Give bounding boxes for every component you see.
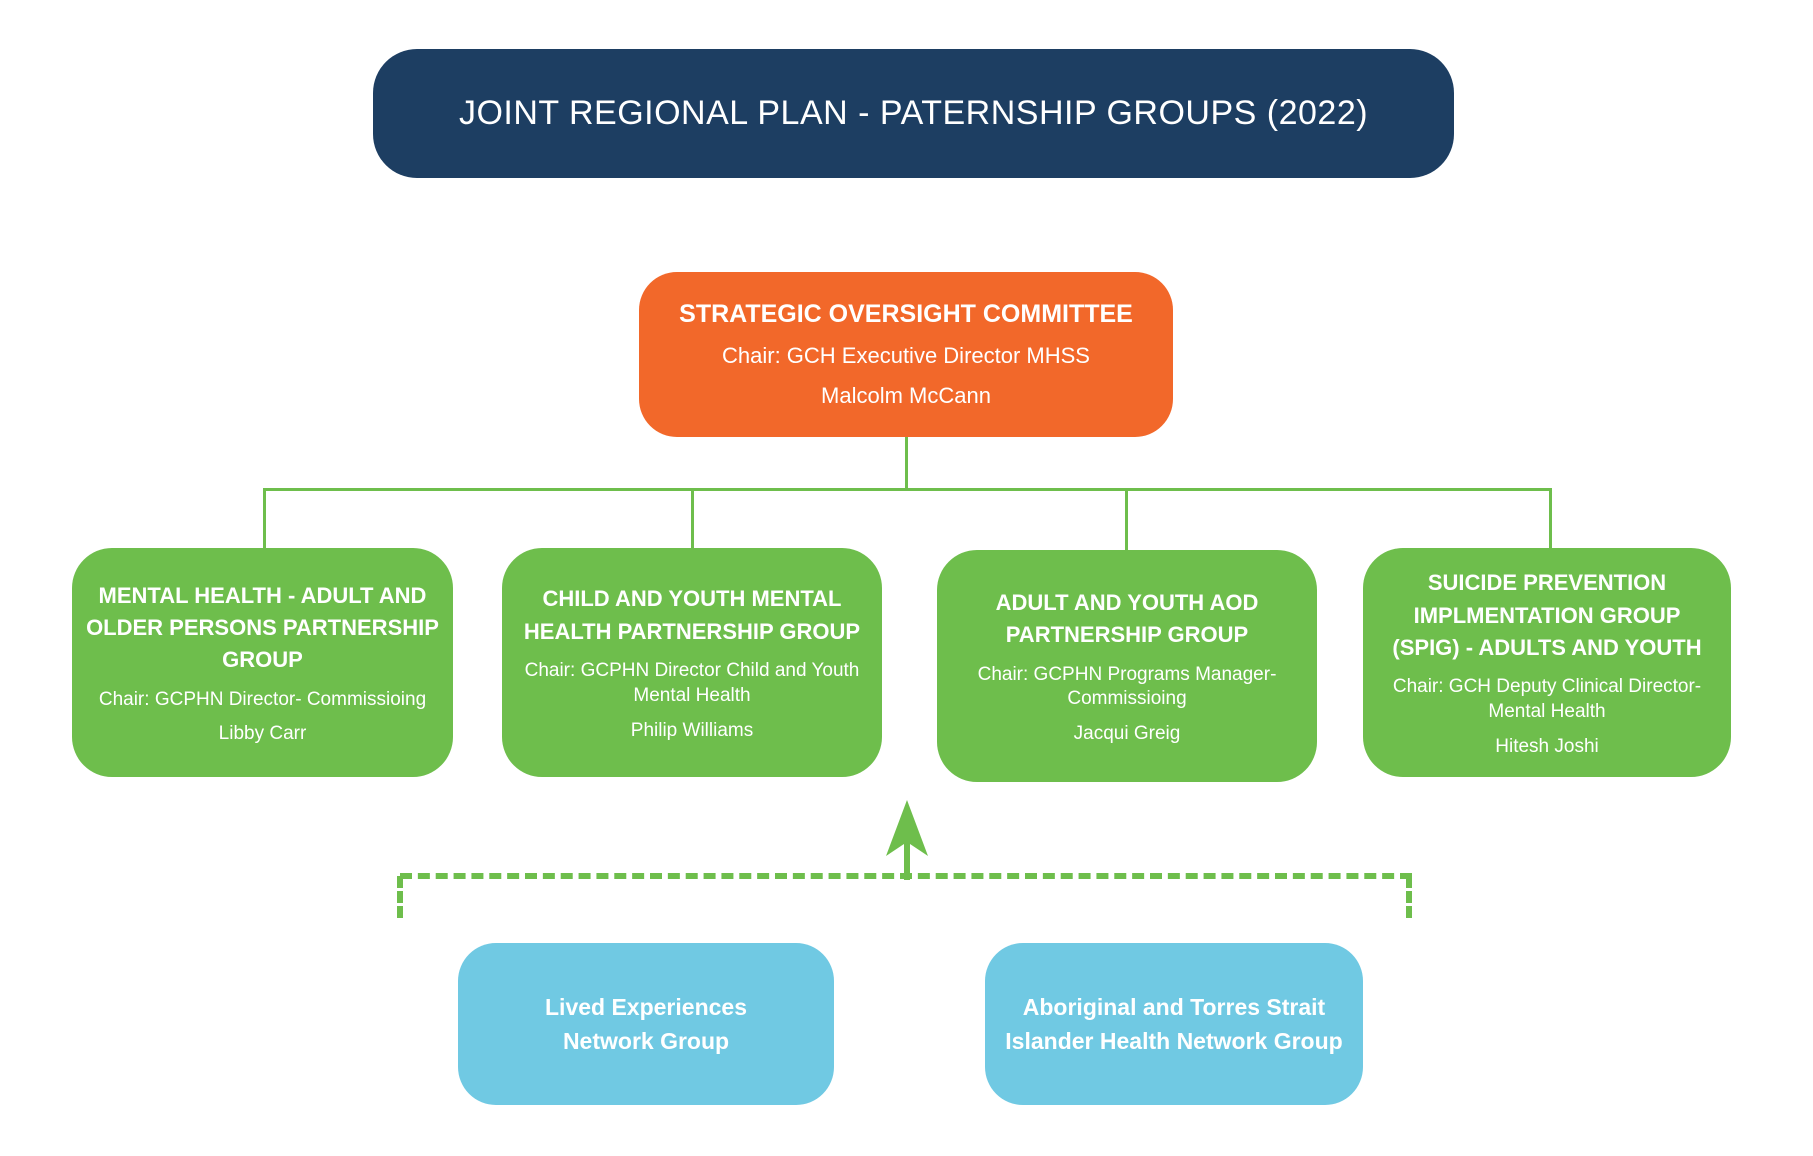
group-title: CHILD AND YOUTH MENTAL HEALTH PARTNERSHI… [523, 586, 861, 644]
group-title: MENTAL HEALTH - ADULT AND OLDER PERSONS … [86, 582, 439, 673]
group-box-child-youth-mental-health: CHILD AND YOUTH MENTAL HEALTH PARTNERSHI… [502, 548, 882, 777]
group-box-mental-health-adult-older-persons: MENTAL HEALTH - ADULT AND OLDER PERSONS … [72, 548, 453, 777]
group-box-suicide-prevention-spig: SUICIDE PREVENTION IMPLMENTATION GROUP (… [1363, 548, 1731, 777]
strategic-oversight-committee-box: STRATEGIC OVERSIGHT COMMITTEE Chair: GCH… [639, 272, 1173, 437]
group-box-adult-youth-aod: ADULT AND YOUTH AOD PARTNERSHIP GROUP Ch… [937, 550, 1317, 782]
group-chair: Chair: GCH Deputy Clinical Director- Men… [1392, 676, 1702, 722]
group-chair-name: Philip Williams [630, 719, 754, 741]
dashed-left-end-line [397, 876, 403, 918]
dashed-right-end-line [1406, 876, 1412, 918]
network-box-aboriginal-torres-strait-islander: Aboriginal and Torres Strait Islander He… [985, 943, 1363, 1105]
network-label: Aboriginal and Torres Strait Islander He… [1005, 993, 1343, 1055]
group-chair-name: Hitesh Joshi [1495, 735, 1599, 757]
group-chair: Chair: GCPHN Director- Commissioing [98, 688, 427, 710]
group-chair: Chair: GCPHN Programs Manager- Commissio… [977, 663, 1277, 710]
group-chair-name: Libby Carr [218, 723, 307, 745]
title-banner: JOINT REGIONAL PLAN - PATERNSHIP GROUPS … [373, 49, 1454, 178]
up-arrow-icon [886, 800, 928, 880]
connector-drop-line-2 [691, 488, 694, 548]
committee-chair: Chair: GCH Executive Director MHSS [722, 343, 1090, 368]
connector-drop-line-1 [263, 488, 266, 548]
connector-drop-line-3 [1125, 488, 1128, 550]
page-title: JOINT REGIONAL PLAN - PATERNSHIP GROUPS … [458, 94, 1369, 132]
network-label: Lived Experiences Network Group [545, 993, 747, 1055]
committee-chair-name: Malcolm McCann [821, 383, 991, 408]
connector-horizontal-line [263, 488, 1552, 491]
network-box-lived-experiences: Lived Experiences Network Group [458, 943, 834, 1105]
connector-drop-line-4 [1549, 488, 1552, 548]
connector-trunk-line [905, 437, 908, 490]
committee-title: STRATEGIC OVERSIGHT COMMITTEE [679, 300, 1133, 328]
group-title: SUICIDE PREVENTION IMPLMENTATION GROUP (… [1392, 570, 1702, 660]
group-chair-name: Jacqui Greig [1073, 723, 1181, 745]
group-title: ADULT AND YOUTH AOD PARTNERSHIP GROUP [995, 589, 1259, 648]
group-chair: Chair: GCPHN Director Child and Youth Me… [524, 660, 860, 706]
